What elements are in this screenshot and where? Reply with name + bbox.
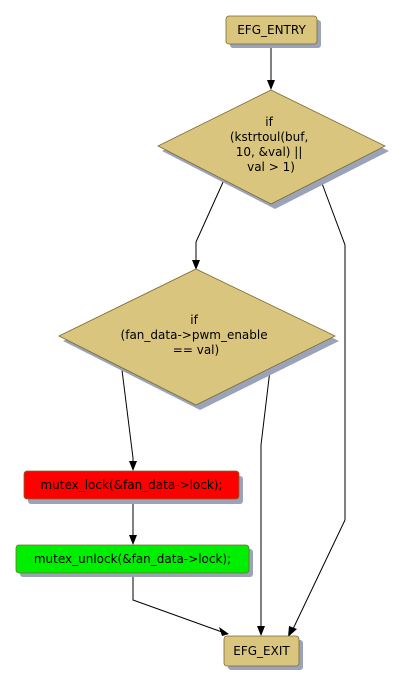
decision2-node-shape xyxy=(58,268,336,406)
edges xyxy=(121,44,346,637)
decision1-node-label: if (kstrtoul(buf, 10, &val) || val > 1) xyxy=(230,115,312,174)
arrowhead-decision1-to-exit xyxy=(288,626,297,637)
unlock-node-box xyxy=(15,544,250,574)
decision1-node: if (kstrtoul(buf, 10, &val) || val > 1) xyxy=(157,89,389,209)
entry-node-box xyxy=(225,15,318,45)
lock-node-box xyxy=(23,470,240,500)
entry-node: EFG_ENTRY xyxy=(225,15,321,48)
edge-decision1-to-decision2 xyxy=(195,179,225,262)
arrowhead-lock-to-unlock xyxy=(129,535,137,545)
exit-node: EFG_EXIT xyxy=(223,635,303,670)
decision2-line-2: (fan_data->pwm_enable xyxy=(121,328,268,342)
decision2-line-3: == val) xyxy=(173,343,219,357)
edge-unlock-to-exit xyxy=(132,574,223,633)
decision2-line-1: if xyxy=(190,313,198,327)
arrowhead-entry-to-decision1 xyxy=(267,80,275,90)
decision1-line-2: (kstrtoul(buf, xyxy=(230,130,308,144)
lock-node: mutex_lock(&fan_data->lock); xyxy=(23,470,243,504)
lock-node-label: mutex_lock(&fan_data->lock); xyxy=(40,478,222,492)
unlock-node: mutex_unlock(&fan_data->lock); xyxy=(15,544,253,577)
arrowhead-decision2-to-exit xyxy=(257,626,265,636)
entry-node-label: EFG_ENTRY xyxy=(237,23,306,37)
nodes: EFG_ENTRY if (kstrtoul(buf, 10, &val) ||… xyxy=(15,15,389,670)
decision2-node-label: if (fan_data->pwm_enable == val) xyxy=(121,313,272,357)
decision1-line-3: 10, &val) || xyxy=(236,145,303,159)
edge-decision2-to-lock xyxy=(121,369,134,462)
arrowhead-decision1-to-decision2 xyxy=(192,260,200,270)
unlock-node-label: mutex_unlock(&fan_data->lock); xyxy=(34,552,231,566)
decision1-line-1: if xyxy=(265,115,273,129)
arrowhead-unlock-to-exit xyxy=(219,627,229,636)
arrowhead-decision2-to-lock xyxy=(129,461,137,471)
exit-node-label: EFG_EXIT xyxy=(233,644,290,658)
decision2-node: if (fan_data->pwm_enable == val) xyxy=(58,268,339,410)
exit-node-box xyxy=(223,635,300,667)
edge-decision2-to-exit xyxy=(260,369,271,627)
decision1-line-4: val > 1) xyxy=(247,160,295,174)
edge-decision1-to-exit xyxy=(292,177,346,630)
decision1-node-shape xyxy=(157,89,386,205)
